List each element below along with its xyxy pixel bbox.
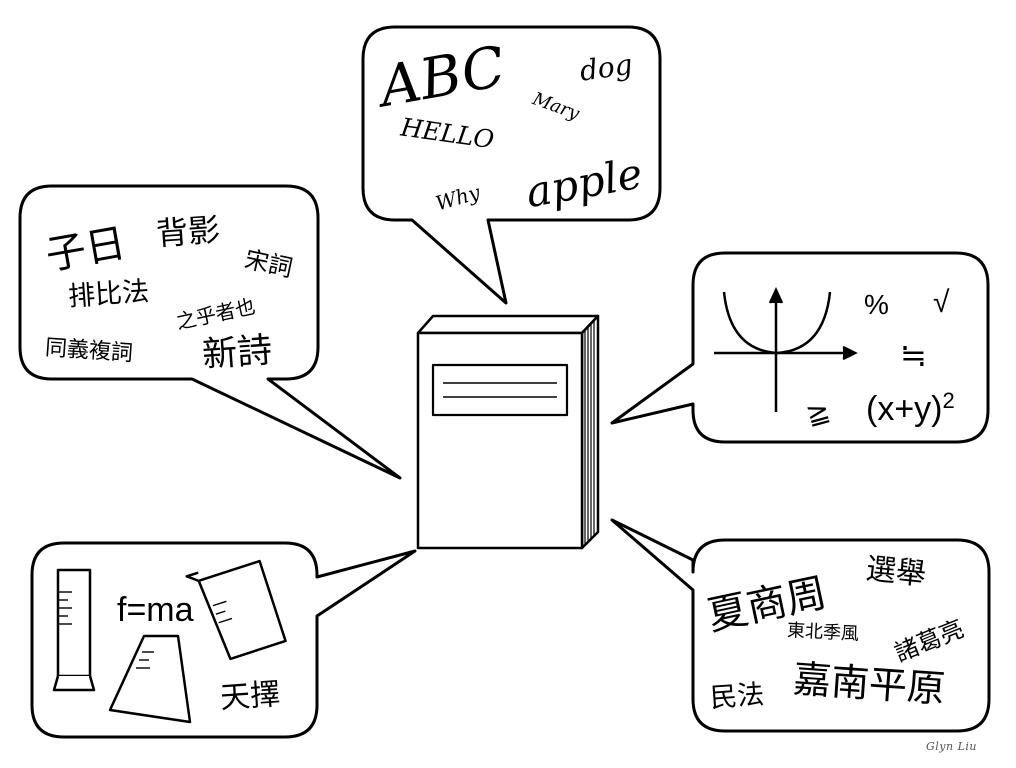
science-word-f-equals-ma: f=ma	[117, 591, 194, 629]
english-word-dog: dog	[578, 48, 635, 88]
math-expression-base: (x+y)2	[866, 388, 955, 428]
chinese-word-pai-bi-fa: 排比法	[67, 276, 150, 313]
social-word-jia-nan-ping-yuan: 嘉南平原	[792, 657, 947, 711]
math-expression-x-plus-y: (x+y)	[866, 390, 943, 428]
social-word-xuan-ju: 選舉	[864, 552, 927, 593]
social-word-dong-bei-ji-feng: 東北季風	[786, 620, 859, 645]
science-words: f=ma 天擇	[117, 591, 281, 716]
beaker-icon	[185, 559, 287, 661]
math-symbols: % √ ≒ ≧ (x+y)2	[803, 286, 955, 431]
chinese-speech-bubble	[18, 184, 402, 480]
english-speech-bubble	[361, 25, 662, 305]
chinese-word-tong-yi-fu-ci: 同義複詞	[44, 336, 134, 367]
science-word-tian-ze: 天擇	[219, 677, 281, 716]
graduated-cylinder-icon	[52, 568, 96, 692]
book-icon	[416, 314, 600, 550]
math-symbol-approx: ≒	[900, 337, 927, 373]
math-symbol-sqrt: √	[933, 286, 950, 319]
chinese-word-bei-ying: 背影	[155, 211, 222, 253]
parabola-graph-icon	[714, 287, 858, 412]
math-expression-exponent: 2	[943, 388, 955, 413]
math-symbol-percent: %	[864, 289, 889, 320]
flask-icon	[108, 634, 192, 724]
chinese-word-xin-shi: 新詩	[201, 331, 274, 376]
signature: Glyn Liu	[926, 740, 978, 753]
social-word-min-fa: 民法	[709, 679, 765, 714]
social-speech-bubble	[610, 518, 991, 733]
